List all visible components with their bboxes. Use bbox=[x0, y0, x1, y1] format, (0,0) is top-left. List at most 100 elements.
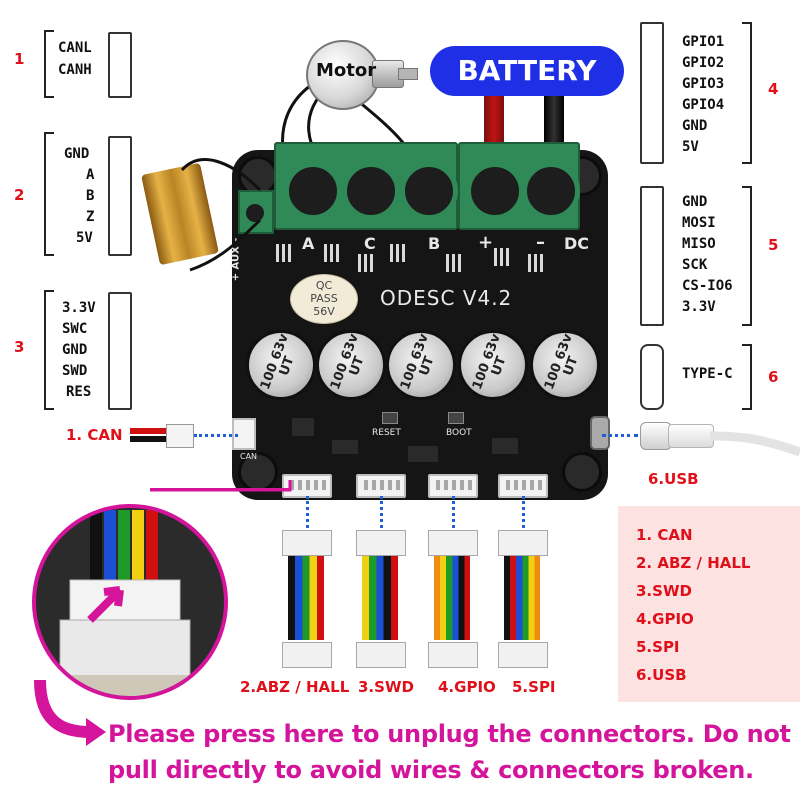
capacitor-text: 100 63v UT bbox=[327, 331, 368, 392]
dc-label: DC bbox=[564, 234, 590, 253]
pin-label: GPIO3 bbox=[682, 76, 725, 92]
pin-label: MOSI bbox=[682, 215, 716, 231]
pin-label: CS-IO6 bbox=[682, 278, 733, 294]
phase-label-b: B bbox=[428, 234, 441, 253]
legend-item: 4.GPIO bbox=[636, 610, 694, 628]
power-terminal-block bbox=[458, 142, 580, 230]
pin-label: A bbox=[86, 167, 95, 183]
pin-label: GND bbox=[64, 146, 90, 162]
cable-dotted-line bbox=[452, 496, 455, 528]
usb-dotted-line bbox=[602, 434, 638, 437]
swd-connector[interactable] bbox=[356, 474, 406, 498]
terminal-screw bbox=[400, 162, 458, 220]
aux-terminal-block bbox=[238, 190, 274, 234]
can-wire-black bbox=[130, 436, 166, 442]
spi-connector[interactable] bbox=[498, 474, 548, 498]
cable-plug bbox=[498, 530, 548, 556]
phase-label-c: C bbox=[364, 234, 376, 253]
reset-button[interactable] bbox=[382, 412, 398, 424]
terminal-screw bbox=[246, 204, 264, 222]
pin-label: GND bbox=[682, 118, 708, 134]
connector-outline bbox=[108, 292, 132, 410]
capacitor: 100 63v UT bbox=[316, 330, 386, 400]
group-number: 2 bbox=[14, 186, 25, 204]
pin-label: GPIO2 bbox=[682, 55, 725, 71]
can-plug bbox=[166, 424, 194, 448]
usb-c-port[interactable] bbox=[590, 416, 610, 450]
abz-hall-cable bbox=[282, 530, 332, 668]
pin-label: MISO bbox=[682, 236, 716, 252]
solder-pad bbox=[324, 244, 342, 262]
group-bracket bbox=[742, 344, 752, 410]
board-title: ODESC V4.2 bbox=[380, 286, 513, 310]
cable-label-swd: 3.SWD bbox=[358, 678, 414, 696]
connector-outline bbox=[108, 32, 132, 98]
magnifier-graphic bbox=[32, 480, 292, 746]
solder-pad bbox=[446, 254, 464, 272]
group-bracket bbox=[44, 290, 54, 410]
connector-outline bbox=[108, 136, 132, 256]
pin-label: GND bbox=[62, 342, 88, 358]
group-number: 5 bbox=[768, 236, 779, 254]
legend-item: 3.SWD bbox=[636, 582, 692, 600]
pin-label: GPIO4 bbox=[682, 97, 725, 113]
cable-plug bbox=[282, 642, 332, 668]
terminal-screw bbox=[522, 162, 580, 220]
connector-outline bbox=[640, 186, 664, 326]
qc-line: PASS bbox=[310, 292, 338, 305]
usb-callout-label: 6.USB bbox=[648, 470, 699, 488]
pin-label: GND bbox=[682, 194, 708, 210]
group-bracket bbox=[44, 132, 54, 256]
solder-pad bbox=[276, 244, 294, 262]
pin-label: SWC bbox=[62, 321, 88, 337]
spi-cable bbox=[498, 530, 548, 668]
usb-cable bbox=[710, 431, 800, 457]
mount-hole bbox=[562, 452, 602, 492]
motor-label: Motor bbox=[316, 60, 377, 81]
group-number: 3 bbox=[14, 338, 25, 356]
ic-chip bbox=[408, 446, 438, 462]
qc-line: QC bbox=[315, 279, 333, 292]
cable-wires bbox=[362, 556, 398, 640]
connector-outline bbox=[640, 22, 664, 164]
qc-pass-sticker: QC PASS 56V bbox=[290, 274, 358, 324]
cable-dotted-line bbox=[380, 496, 383, 528]
pin-label: Z bbox=[86, 209, 95, 225]
solder-pad bbox=[358, 254, 376, 272]
pin-label: RES bbox=[66, 384, 92, 400]
terminal-screw bbox=[466, 162, 524, 220]
solder-pad bbox=[494, 248, 512, 266]
resistor-leads bbox=[180, 158, 262, 272]
legend-item: 1. CAN bbox=[636, 526, 693, 544]
group-bracket bbox=[742, 186, 752, 326]
dc-minus-label: – bbox=[536, 232, 545, 253]
cable-plug bbox=[428, 642, 478, 668]
abz-hall-connector[interactable] bbox=[282, 474, 332, 498]
cable-dotted-line bbox=[306, 496, 309, 528]
cable-label-spi: 5.SPI bbox=[512, 678, 556, 696]
unplug-note-line2: pull directly to avoid wires & connector… bbox=[108, 756, 754, 784]
cable-plug bbox=[428, 530, 478, 556]
qc-line: 56V bbox=[313, 305, 335, 318]
capacitor: 100 63v UT bbox=[386, 330, 456, 400]
ic-chip bbox=[292, 418, 314, 436]
capacitor-text: 100 63v UT bbox=[397, 331, 438, 392]
can-silk-label: CAN bbox=[240, 452, 258, 461]
gpio-connector[interactable] bbox=[428, 474, 478, 498]
legend-box: 1. CAN 2. ABZ / HALL 3.SWD 4.GPIO 5.SPI … bbox=[618, 506, 800, 702]
boot-button[interactable] bbox=[448, 412, 464, 424]
gpio-cable bbox=[428, 530, 478, 668]
cable-plug bbox=[356, 642, 406, 668]
usb-c-plug-body bbox=[668, 424, 714, 448]
capacitor: 100 63v UT bbox=[246, 330, 316, 400]
capacitor: 100 63v UT bbox=[458, 330, 528, 400]
cable-plug bbox=[282, 530, 332, 556]
battery-label: BATTERY bbox=[457, 54, 597, 87]
battery-badge: BATTERY bbox=[430, 46, 624, 96]
pin-label: CANL bbox=[58, 40, 92, 56]
group-bracket bbox=[742, 22, 752, 164]
pin-label: 5V bbox=[76, 230, 93, 246]
capacitor-text: 100 63v UT bbox=[469, 331, 510, 392]
can-callout-label: 1. CAN bbox=[66, 426, 123, 444]
ic-chip bbox=[332, 440, 358, 454]
